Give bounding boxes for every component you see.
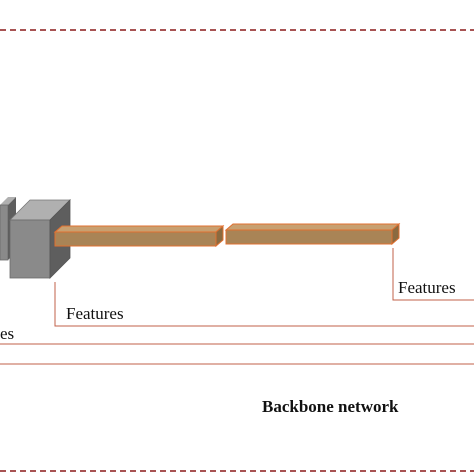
- features-label-cut: es: [0, 324, 15, 343]
- connector-features-b: [392, 248, 474, 301]
- fc-layer-bar-2: [224, 222, 401, 246]
- features-label-b: Features: [398, 278, 456, 297]
- backbone-network-label: Backbone network: [262, 397, 399, 416]
- connector-features-a: [54, 282, 474, 327]
- feature-block-cube: [9, 199, 71, 279]
- features-label-a: Features: [66, 304, 124, 323]
- fc-layer-bar-1: [53, 224, 225, 248]
